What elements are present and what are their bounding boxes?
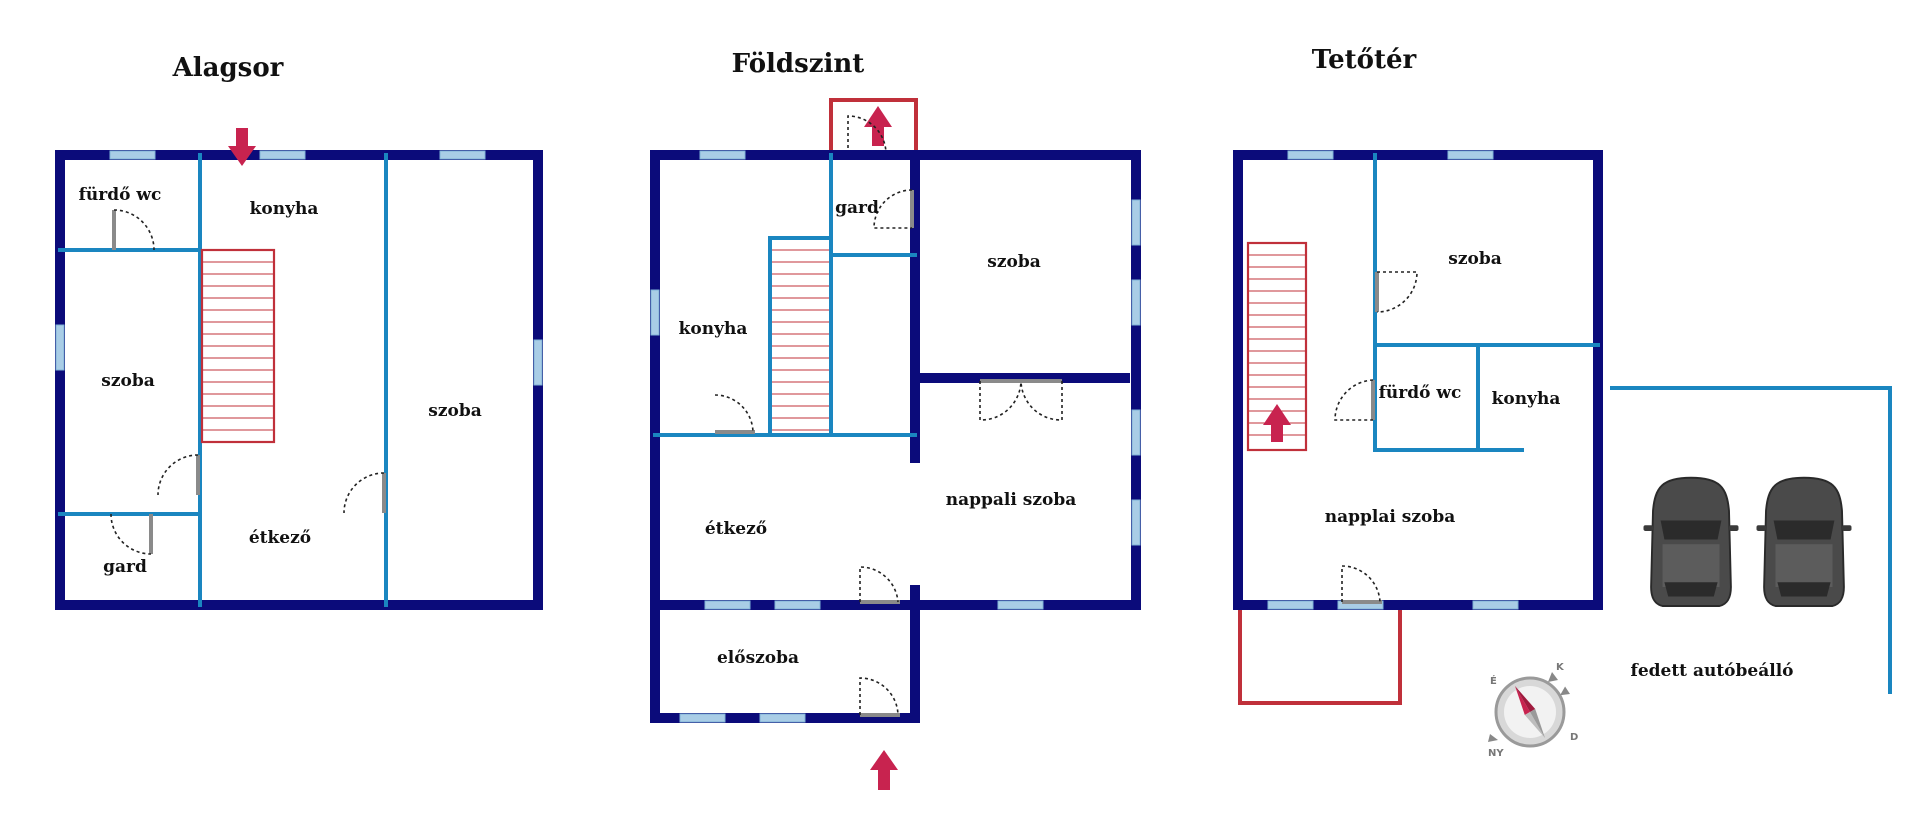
room-label-dining: étkező [249,528,311,548]
basement-stair-steps [202,261,274,431]
attic-plan: Tetőtér szoba fürdő wc konyha napplai [1233,45,1603,705]
attic-outer-wall [1233,150,1603,610]
window [1131,279,1141,326]
door [110,513,153,555]
room-label-kitchen: konyha [679,319,748,339]
room-label-bathroom: fürdő wc [79,185,162,205]
room-label-bathroom: fürdő wc [1379,383,1462,403]
window [650,289,660,336]
room-label-room: szoba [987,252,1040,272]
window [1287,150,1334,160]
compass-west: NY [1488,748,1504,759]
window [1447,150,1494,160]
door [859,566,900,604]
door [1375,271,1418,313]
window [533,339,543,386]
basement-title: Alagsor [172,53,284,83]
attic-title: Tetőtér [1312,45,1417,75]
room-label-living: napplai szoba [1325,507,1455,527]
door [714,394,755,434]
room-label-kitchen: konyha [250,199,319,219]
door [157,454,200,496]
ground-stairs [772,249,829,431]
window [704,600,751,610]
window [997,600,1044,610]
entrance-arrow-icon [228,128,256,166]
window [679,713,726,723]
entrance-arrow-icon [870,750,898,790]
door [1341,565,1382,604]
double-door [979,379,1063,421]
car-icon [1755,476,1853,607]
window [1131,409,1141,456]
stairs-arrow-icon [1263,404,1291,442]
room-label-kitchen: konyha [1492,389,1561,409]
window [1267,600,1314,610]
carport: fedett autóbeálló [1610,386,1892,694]
door [873,189,914,229]
carport-wall [1610,386,1892,694]
compass-east: K [1556,662,1565,673]
attic-balcony [1238,610,1402,705]
door [343,472,386,514]
door [112,209,155,251]
window [1131,199,1141,246]
room-label-hall: előszoba [717,648,799,668]
attic-stair-steps [1248,254,1306,436]
window [55,324,65,371]
ground-entry-porch [829,98,918,155]
room-label-room-left: szoba [101,371,154,391]
entrance-arrow-icon [864,106,892,146]
window [699,150,746,160]
ground-floor-plan: Földszint [650,49,1141,790]
attic-stairs [1246,241,1308,452]
window [1131,499,1141,546]
compass-south: D [1570,732,1578,743]
room-label-room: szoba [1448,249,1501,269]
basement-plan: Alagsor fürdő wc konyha szoba szoba [55,53,543,610]
room-label-wardrobe: gard [103,557,147,577]
room-label-dining: étkező [705,519,767,539]
carport-label: fedett autóbeálló [1631,661,1794,681]
compass-north: É [1490,674,1497,687]
window [259,150,306,160]
door [859,677,900,717]
window [759,713,806,723]
room-label-wardrobe: gard [835,198,879,218]
ground-floor-title: Földszint [732,49,865,79]
door [1334,379,1375,421]
window [774,600,821,610]
car-icon [1642,476,1740,607]
window [439,150,486,160]
room-label-living: nappali szoba [946,490,1076,510]
window [1472,600,1519,610]
window [109,150,156,160]
room-label-room-right: szoba [428,401,481,421]
compass-icon: É K D NY [1488,662,1578,759]
